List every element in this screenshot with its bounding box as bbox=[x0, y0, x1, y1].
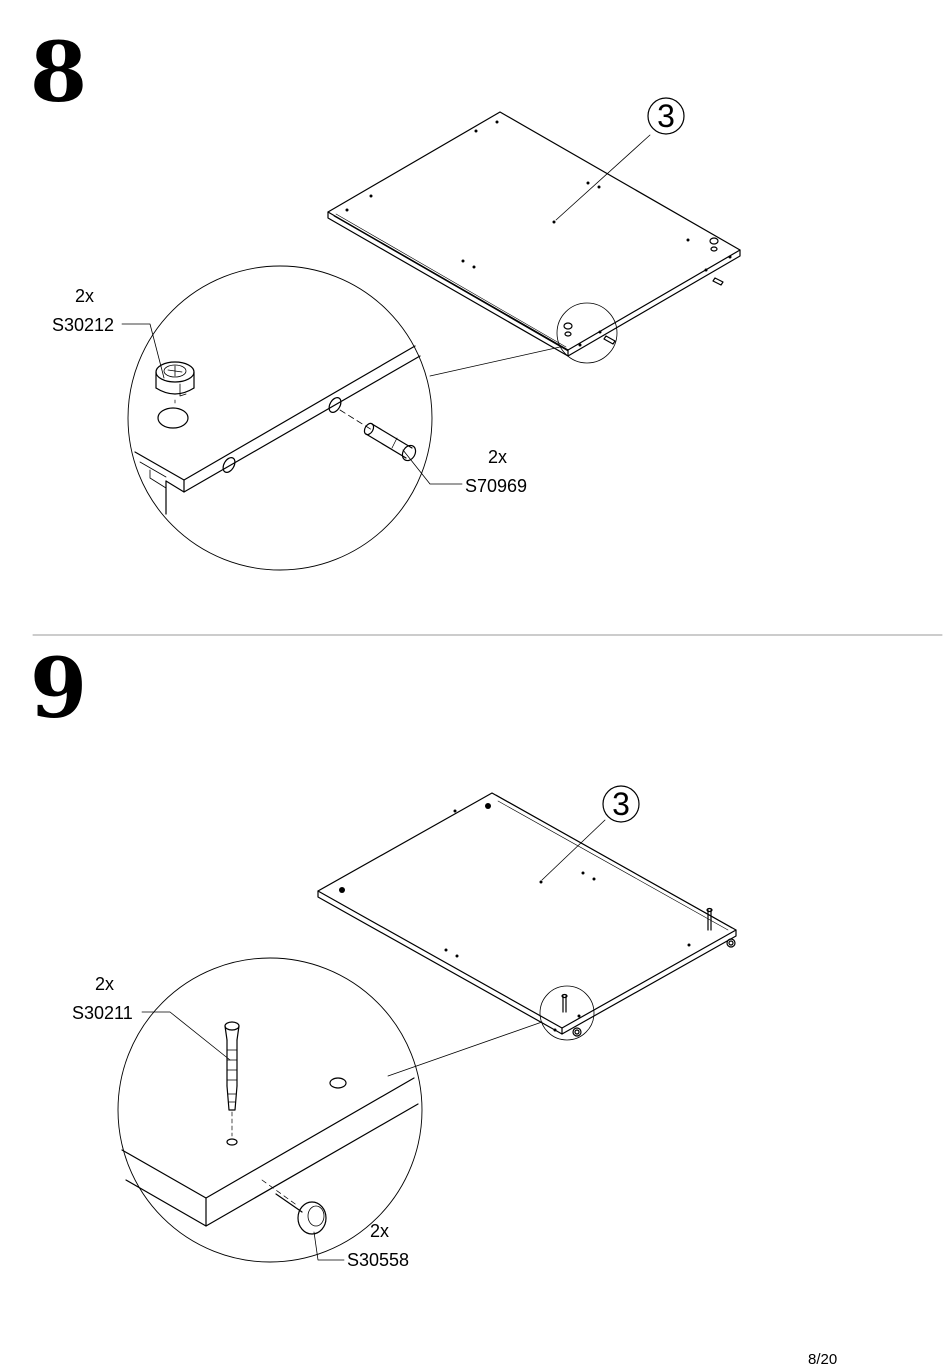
step8-item2-code: S70969 bbox=[465, 477, 527, 495]
step8-item1-quantity: 2x bbox=[75, 287, 94, 305]
step8-cam-fitting bbox=[156, 362, 194, 428]
step8-part-number: 3 bbox=[646, 100, 686, 132]
step9-item1-quantity: 2x bbox=[95, 975, 114, 993]
step9-detail bbox=[118, 958, 542, 1262]
step9-panel bbox=[318, 786, 736, 1040]
step9-cam-bolt bbox=[225, 1022, 239, 1110]
step8-detail bbox=[122, 266, 560, 570]
step9-part-number: 3 bbox=[601, 788, 641, 820]
step9-cam-bolt-small bbox=[562, 909, 712, 1013]
step8-item2-quantity: 2x bbox=[488, 448, 507, 466]
step8-dowel bbox=[363, 422, 419, 463]
step8-item1-code: S30212 bbox=[52, 316, 114, 334]
step9-item1-code: S30211 bbox=[72, 1004, 133, 1022]
step9-item2-quantity: 2x bbox=[370, 1222, 389, 1240]
step8-panel bbox=[328, 98, 740, 363]
step-number-8: 8 bbox=[30, 32, 87, 114]
step9-item2-code: S30558 bbox=[347, 1251, 409, 1269]
step9-glide-small bbox=[573, 939, 735, 1036]
step8-dowel-small bbox=[604, 278, 723, 344]
page-number: 8/20 bbox=[808, 1351, 837, 1368]
step-number-9: 9 bbox=[30, 648, 87, 730]
step8-cam-fitting-small bbox=[564, 238, 718, 336]
